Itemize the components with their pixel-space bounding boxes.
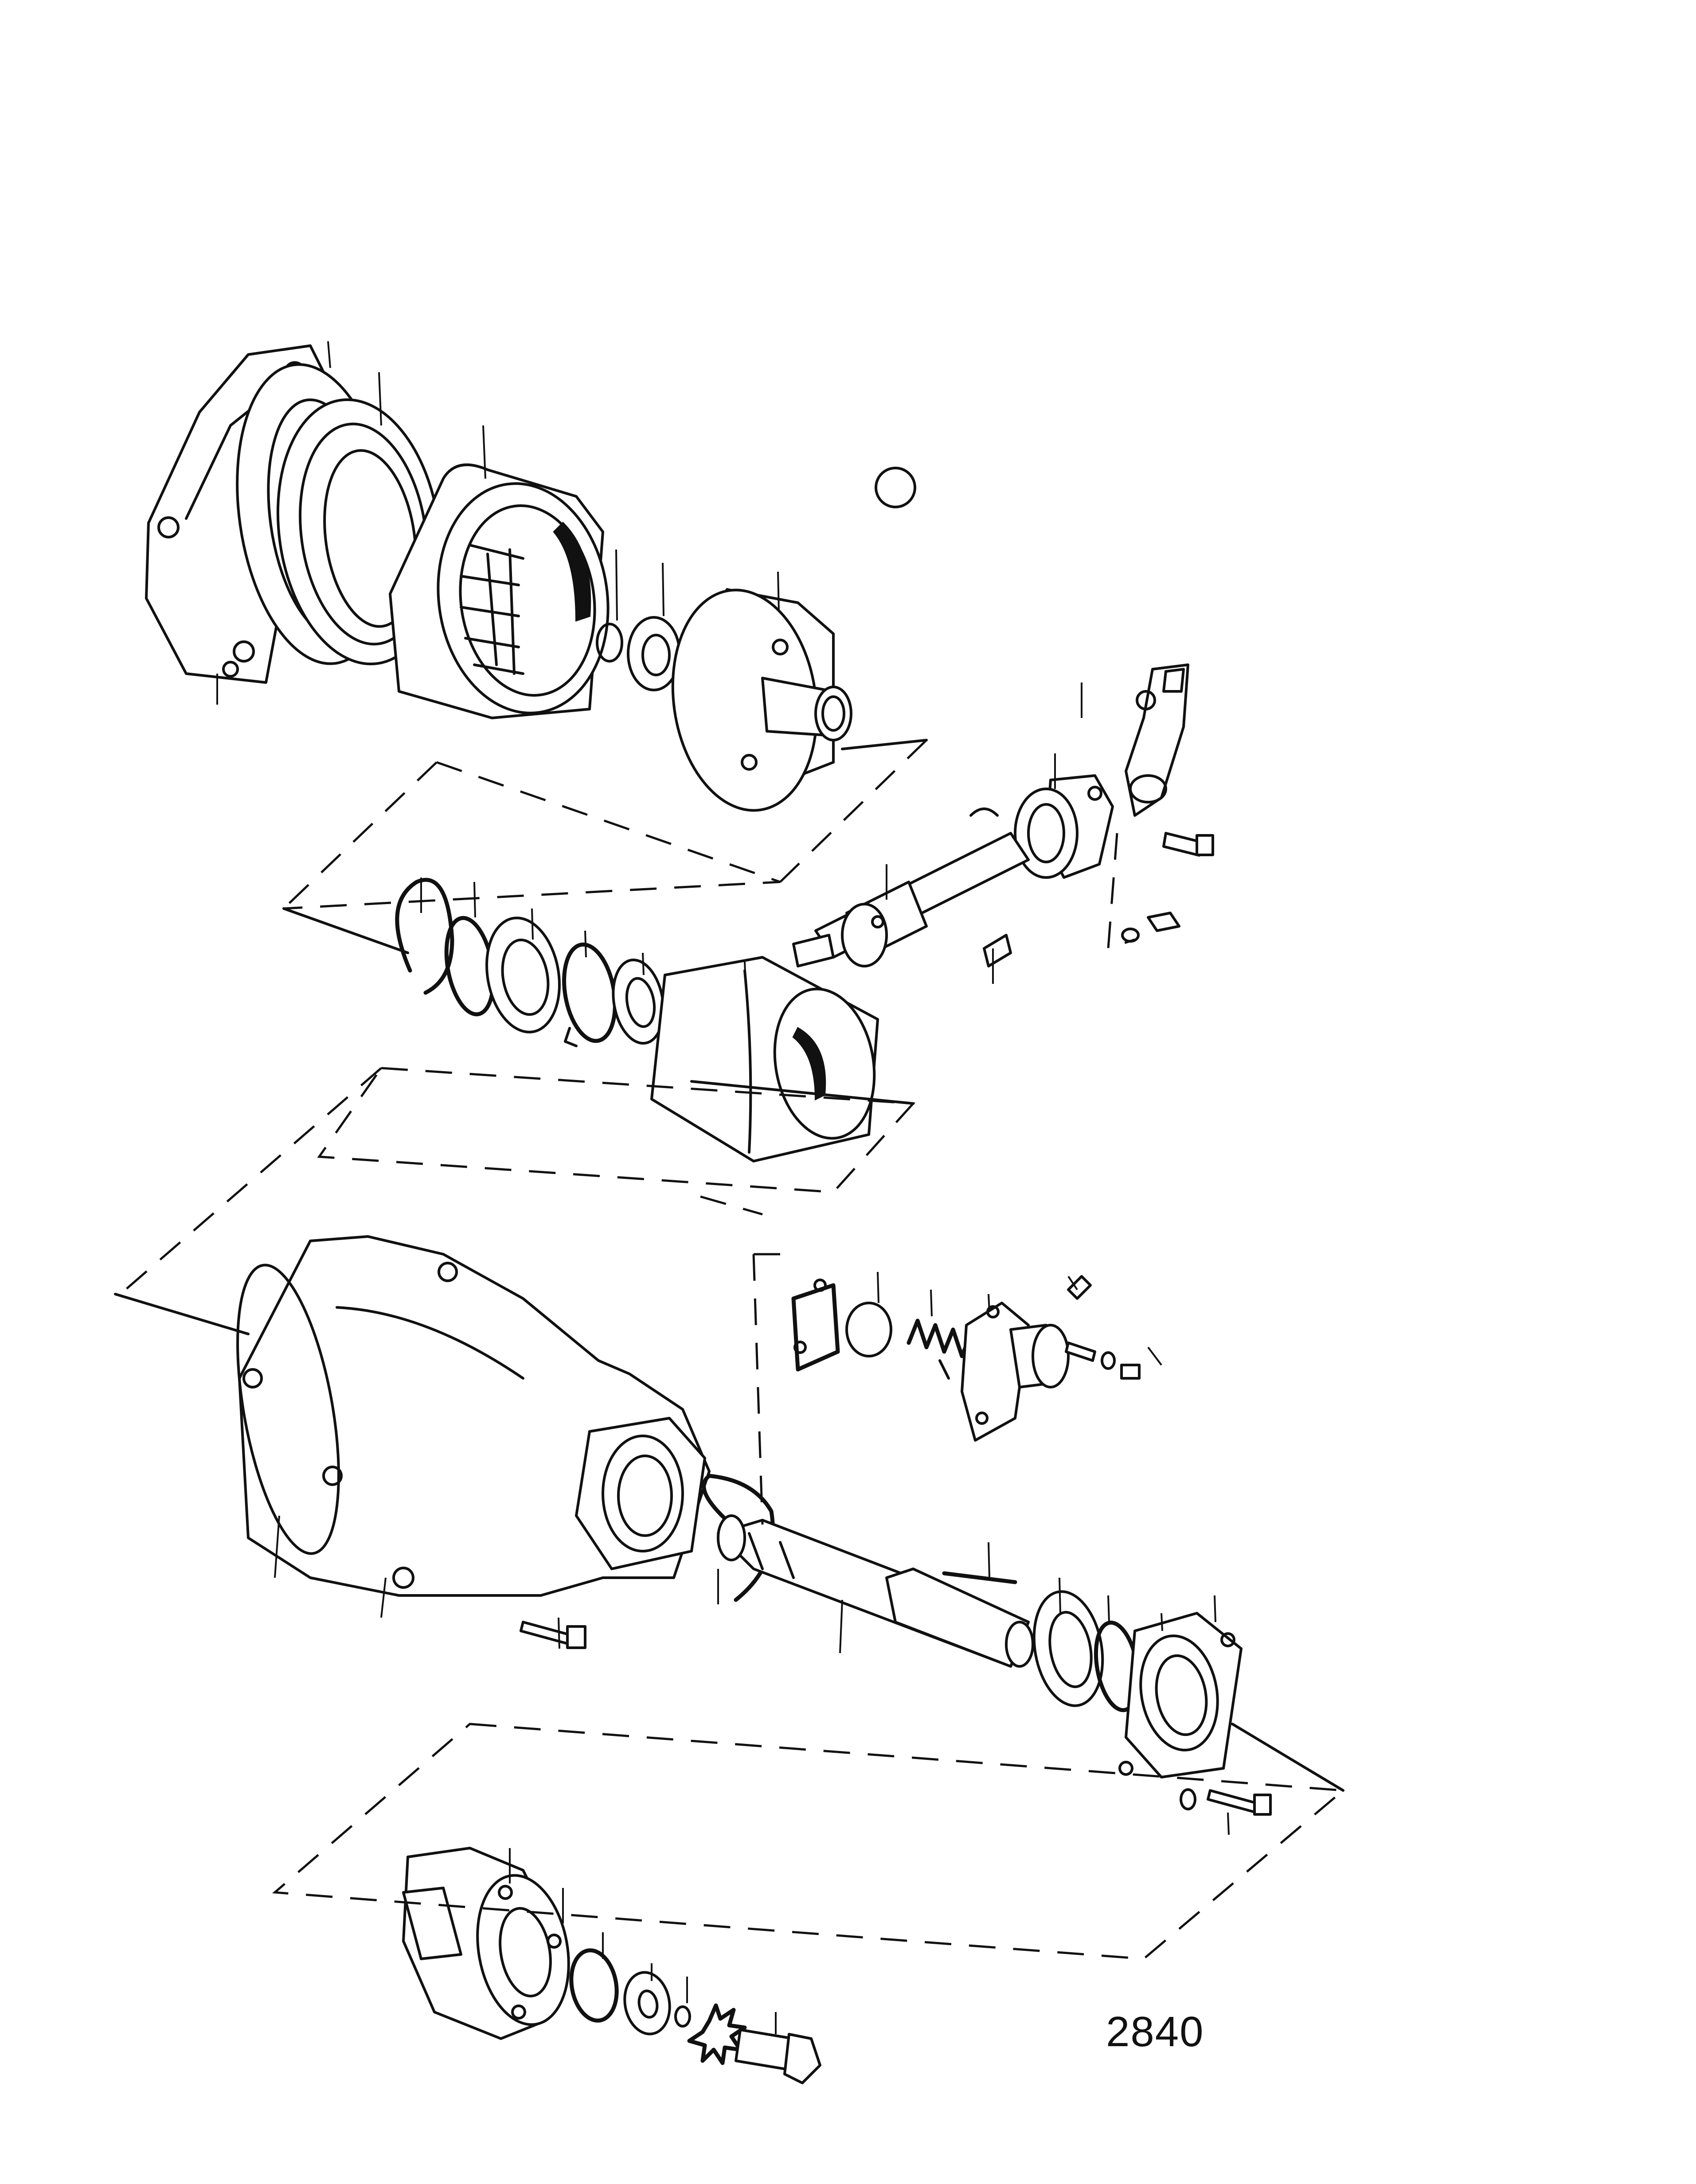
washer-and-nut-lever <box>1121 912 1180 943</box>
assembly-guide-lines <box>114 739 1346 1960</box>
output-shaft <box>717 1514 1034 1668</box>
detent-screws-and-nuts <box>1065 1275 1141 1380</box>
detent-gasket <box>791 1279 840 1372</box>
sleeve <box>650 956 879 1162</box>
reference-circle <box>875 467 916 508</box>
bearing-cover <box>1118 1612 1243 1778</box>
cover-bolt-and-washer <box>1180 1788 1272 1816</box>
key-strip <box>942 1571 1017 1584</box>
casing-bolt <box>520 1621 586 1649</box>
woodruff-key <box>969 807 999 817</box>
shift-fork-arm <box>1125 663 1189 817</box>
detent-bush <box>845 1302 892 1357</box>
output-bearing <box>1032 1590 1104 1707</box>
item-leader-lines <box>216 341 1230 2034</box>
detent-housing <box>961 1302 1070 1442</box>
star-lock-washer <box>687 2003 747 2065</box>
output-flange <box>402 1847 570 2040</box>
lock-nut <box>612 958 665 1045</box>
gearbox-casing <box>236 1235 711 1597</box>
circlip-large <box>395 878 454 995</box>
flange-washer <box>569 1948 619 2023</box>
ball-bearing <box>485 916 561 1034</box>
shift-shaft <box>792 832 1030 967</box>
circlip-small <box>596 623 623 663</box>
clutch-drum <box>389 463 610 719</box>
figure-number: 2840 <box>1106 2008 1204 2055</box>
bearing-housing-with-flange <box>1014 774 1114 879</box>
pin-small <box>983 934 1012 967</box>
thick-washer <box>623 1971 671 2036</box>
hub-with-splined-shaft <box>671 588 852 812</box>
shift-bolt <box>1162 832 1214 857</box>
flange-bolt <box>735 2028 821 2084</box>
o-ring <box>674 2005 691 2028</box>
